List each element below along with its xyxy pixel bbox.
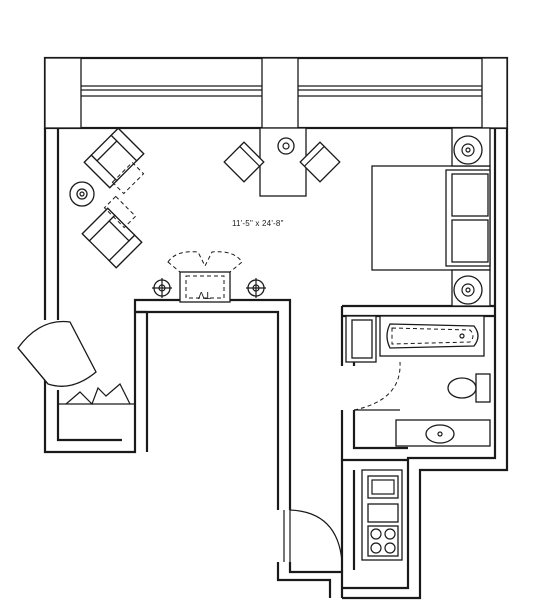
armchair-lower (81, 207, 143, 269)
bed (371, 165, 491, 271)
sink-counter (395, 419, 491, 447)
outer-walls (43, 128, 509, 600)
desk-chair-right (299, 141, 341, 183)
entry-door (283, 509, 343, 563)
bathtub (379, 315, 485, 357)
nightstand-top (451, 127, 491, 167)
desk (259, 127, 307, 197)
desk-chair-left (223, 141, 265, 183)
toilet (447, 373, 491, 403)
lamp-table-left (69, 181, 95, 207)
vanity-counter (345, 315, 377, 363)
kitchenette (361, 469, 403, 561)
lamp-tv-right (246, 278, 266, 298)
tv-label: TV (198, 289, 211, 300)
closet-bifold (58, 383, 135, 406)
room-dimension-label: 11'-5" x 24'-8" (232, 219, 284, 228)
window-wall (43, 56, 509, 130)
bathroom-door (353, 361, 401, 411)
nightstand-bottom (451, 269, 491, 307)
tv-console (167, 251, 243, 303)
armchair-top (83, 127, 145, 189)
left-window-door (17, 320, 97, 387)
ottoman-top (111, 161, 145, 195)
lamp-tv-left (152, 278, 172, 298)
